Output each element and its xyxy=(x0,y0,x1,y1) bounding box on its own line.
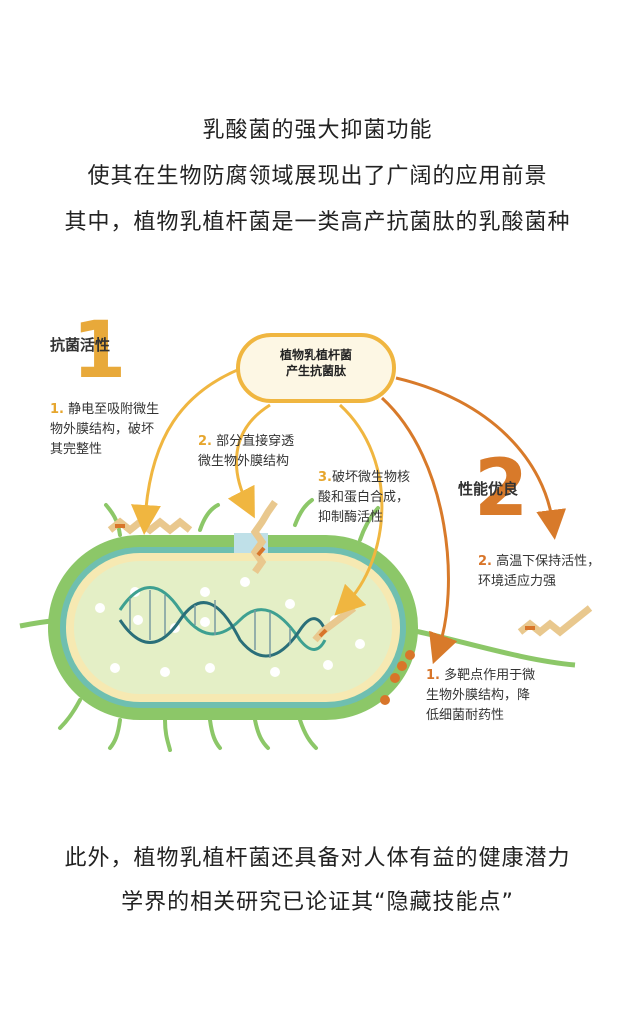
section1-note-2: 2. 部分直接穿透 微生物外膜结构 xyxy=(198,432,318,472)
center-box-line-2: 产生抗菌肽 xyxy=(285,364,346,378)
section1-note-2-num: 2. xyxy=(198,434,212,449)
cytoplasm-dots xyxy=(95,577,365,677)
intro-line-2: 使其在生物防腐领域展现出了广阔的应用前景 xyxy=(87,164,548,189)
membrane-targets xyxy=(380,650,415,705)
section2-note-1: 2. 高温下保持活性， 环境适应力强 xyxy=(478,552,628,592)
arrow-to-penetrate xyxy=(227,403,271,519)
section1-note-1-text-c: 其完整性 xyxy=(50,442,103,457)
pili xyxy=(58,498,380,752)
intro-line-3: 其中，植物乳植杆菌是一类高产抗菌肽的乳酸菌种 xyxy=(64,210,571,235)
section2-note-2-text-c: 低细菌耐药性 xyxy=(426,708,505,723)
section2-note-2-num: 1. xyxy=(426,668,440,683)
section2-note-1-text-b: 环境适应力强 xyxy=(478,574,557,589)
dna-helix xyxy=(118,586,327,658)
intro-line-1: 乳酸菌的强大抑菌功能 xyxy=(202,118,433,143)
arrow-to-heat-stable xyxy=(395,376,567,540)
section1-note-2-text-b: 微生物外膜结构 xyxy=(198,454,290,469)
section1-note-2-text-a: 部分直接穿透 xyxy=(216,434,295,449)
section2-note-2: 1. 多靶点作用于微 生物外膜结构，降 低细菌耐药性 xyxy=(426,666,566,726)
section1-note-3-text-b: 酸和蛋白合成， xyxy=(318,490,410,505)
section2-title: 性能优良 xyxy=(458,480,519,498)
section1-note-1-text-b: 物外膜结构，破坏 xyxy=(50,422,155,437)
section1-note-3: 3.破坏微生物核 酸和蛋白合成， 抑制酶活性 xyxy=(318,468,438,528)
section1-note-1-num: 1. xyxy=(50,402,64,417)
section1-title: 抗菌活性 xyxy=(50,336,111,354)
section1-note-1-text-a: 静电至吸附微生 xyxy=(68,402,160,417)
arrow-to-nucleic xyxy=(334,403,384,616)
section2-number: 2 xyxy=(474,444,529,534)
section1-note-3-text-c: 抑制酶活性 xyxy=(318,510,384,525)
section2-note-1-text-a: 高温下保持活性， xyxy=(496,554,601,569)
section1-note-1: 1. 静电至吸附微生 物外膜结构，破坏 其完整性 xyxy=(50,400,190,460)
peptide-penetrating xyxy=(250,499,278,575)
peptide-on-membrane-1 xyxy=(107,517,193,535)
section2-note-1-num: 2. xyxy=(478,554,492,569)
arrow-to-adsorb xyxy=(130,363,251,535)
outro-line-2: 学界的相关研究已论证其“隐藏技能点” xyxy=(121,890,514,915)
outro-line-1: 此外，植物乳植杆菌还具备对人体有益的健康潜力 xyxy=(64,846,571,871)
section1-number: 1 xyxy=(72,306,127,396)
section1-note-3-text-a: 破坏微生物核 xyxy=(331,470,410,485)
arrow-to-multitarget xyxy=(380,396,458,665)
section2-note-2-text-a: 多靶点作用于微 xyxy=(444,668,536,683)
flagellum xyxy=(409,627,576,668)
section2-note-2-text-b: 生物外膜结构，降 xyxy=(426,688,531,703)
center-box: 植物乳植杆菌 产生抗菌肽 xyxy=(236,333,396,403)
section1-note-3-num: 3. xyxy=(318,470,332,485)
center-box-line-1: 植物乳植杆菌 xyxy=(279,348,352,362)
peptide-floating xyxy=(517,605,593,637)
